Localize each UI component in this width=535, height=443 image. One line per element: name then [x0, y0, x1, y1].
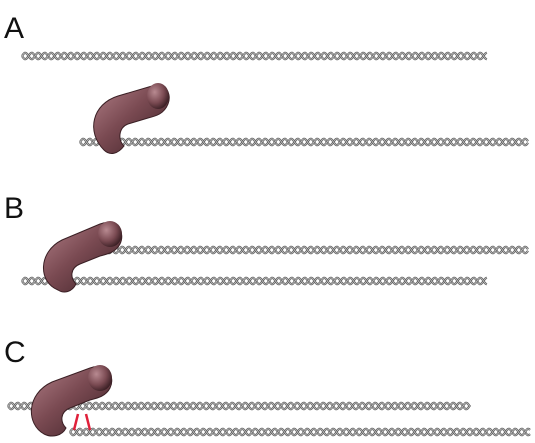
motor-cap — [88, 365, 112, 391]
panel-c-label: C — [4, 336, 26, 369]
filament-b-top — [80, 247, 528, 253]
filament-a-bottom — [80, 139, 528, 145]
filament-c-bottom — [70, 429, 530, 435]
filament-b-bottom — [22, 278, 487, 284]
panel-c: C — [4, 336, 530, 436]
crosslink-line-1 — [74, 414, 78, 430]
panel-b-label: B — [4, 192, 24, 225]
crosslink-line-2 — [86, 414, 90, 430]
panel-a: A — [4, 12, 528, 153]
motor-b — [43, 221, 122, 292]
motor-c — [31, 365, 112, 436]
filament-a-top — [22, 53, 487, 59]
motor-cap — [147, 83, 169, 109]
panel-b: B — [4, 192, 528, 292]
panel-a-label: A — [4, 12, 24, 45]
crosslink-marker-icon — [74, 414, 90, 430]
motor-cap — [98, 221, 122, 247]
